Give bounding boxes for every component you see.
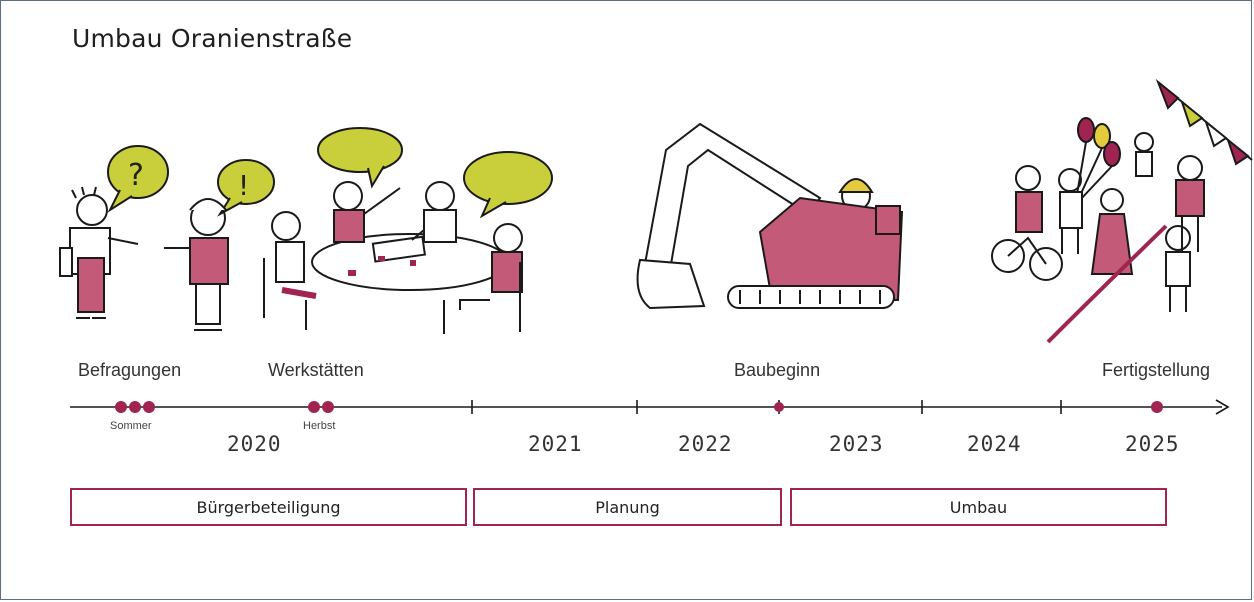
year-label: 2022 (678, 432, 733, 456)
exclamation-bubble-icon: ! (217, 159, 275, 217)
timeline-markers (115, 401, 1163, 413)
page-title: Umbau Oranienstraße (72, 24, 353, 53)
person-icon (411, 181, 457, 243)
bunting-icon (1155, 78, 1253, 166)
person-icon (1175, 155, 1205, 252)
milestone-label-befragungen: Befragungen (78, 360, 182, 380)
phase-box-planung: Planung (473, 488, 782, 526)
person-icon (443, 223, 523, 334)
speech-bubble-icon (463, 151, 553, 219)
event-dot (129, 401, 141, 413)
timeline-axis (70, 399, 1230, 415)
event-dot (308, 401, 320, 413)
arrow-right-icon (1215, 399, 1230, 415)
event-dot (774, 402, 784, 412)
event-dot (322, 401, 334, 413)
person-icon (1015, 165, 1043, 233)
year-label: 2024 (967, 432, 1022, 456)
season-label-sommer: Sommer (110, 420, 152, 432)
phase-box-buergerbeteiligung: Bürgerbeteiligung (70, 488, 467, 526)
person-icon (1058, 168, 1083, 254)
year-label: 2020 (227, 432, 282, 456)
speech-bubble-icon (317, 127, 403, 189)
person-icon (164, 198, 229, 331)
event-dot (115, 401, 127, 413)
year-label: 2023 (829, 432, 884, 456)
milestone-label-fertigstellung: Fertigstellung (1102, 360, 1211, 380)
svg-text:?: ? (128, 158, 144, 193)
ribbon-icon (1046, 224, 1168, 344)
season-label-herbst: Herbst (303, 420, 336, 432)
year-label: 2021 (528, 432, 583, 456)
balloon-icon (1075, 117, 1121, 201)
event-dot (143, 401, 155, 413)
bicycle-icon (991, 236, 1063, 281)
phase-label: Bürgerbeteiligung (196, 497, 341, 517)
event-dot (1151, 401, 1163, 413)
question-bubble-icon: ? (107, 145, 169, 213)
milestone-label-baubeginn: Baubeginn (734, 360, 821, 380)
phase-box-umbau: Umbau (790, 488, 1167, 526)
person-icon (333, 181, 401, 243)
person-icon (1090, 188, 1134, 275)
year-label: 2025 (1125, 432, 1180, 456)
person-icon (263, 211, 317, 330)
excavator-illustration (636, 122, 904, 310)
person-icon (1165, 225, 1191, 312)
person-icon (59, 186, 139, 319)
milestone-label-werkstaetten: Werkstätten (268, 360, 364, 380)
interview-illustration: ? ! (59, 145, 275, 331)
phase-label: Umbau (949, 497, 1008, 517)
workshop-illustration (263, 127, 553, 334)
person-icon (1134, 132, 1154, 177)
phase-label: Planung (595, 497, 660, 517)
celebration-illustration (991, 78, 1253, 344)
svg-text:!: ! (238, 169, 249, 202)
